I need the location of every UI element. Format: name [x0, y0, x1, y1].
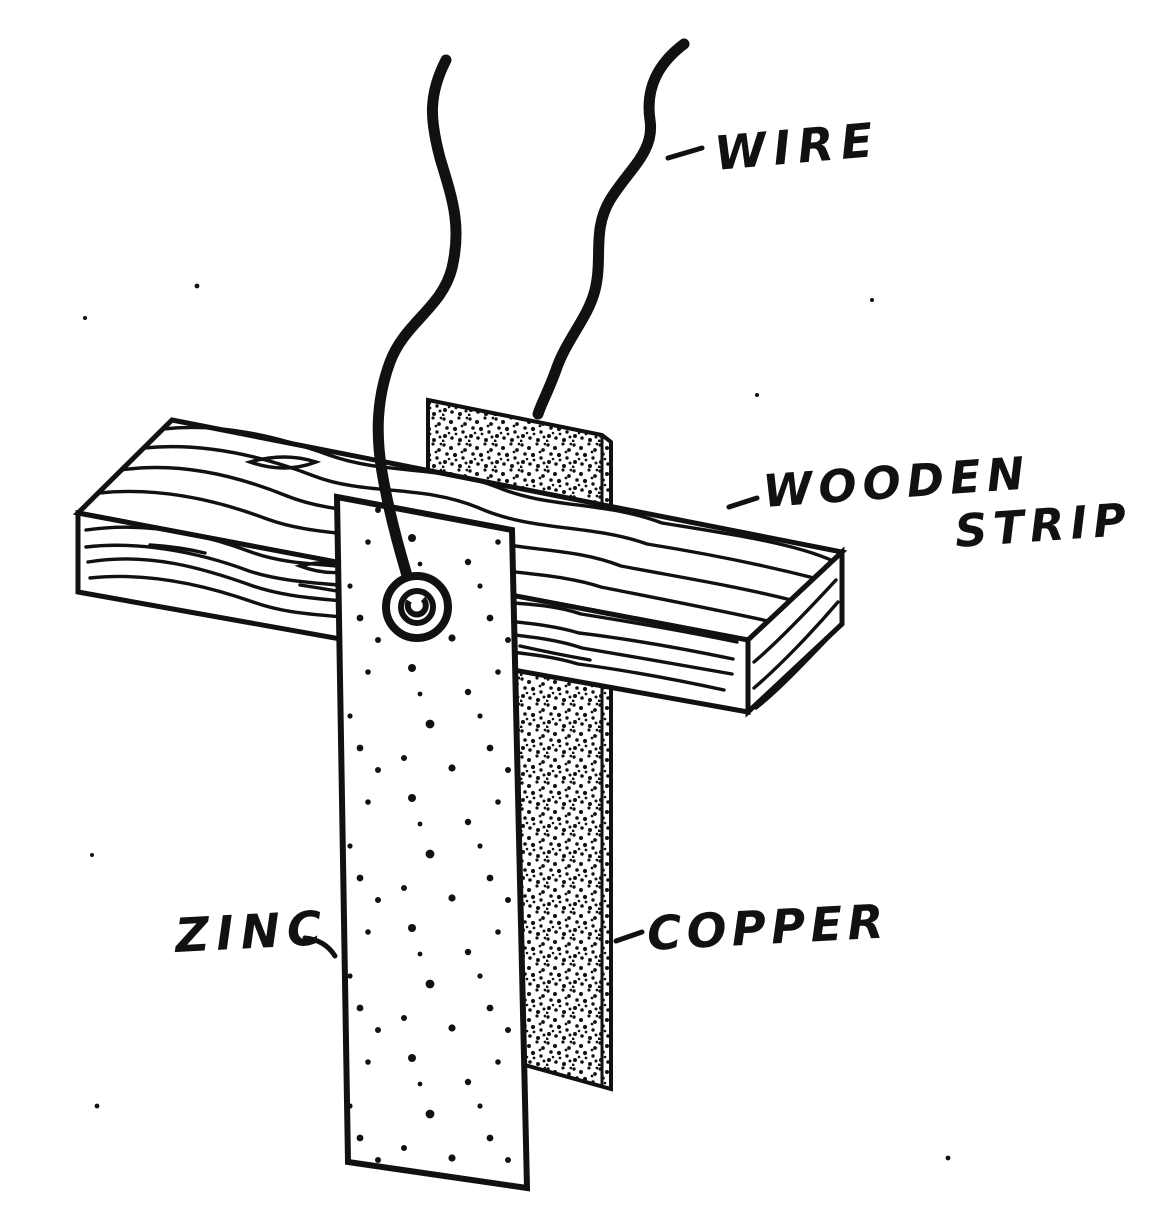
wire-curl	[404, 596, 429, 618]
zinc-plate-body	[333, 493, 531, 1192]
wire-label: WIRE	[712, 113, 882, 182]
wires	[372, 38, 690, 604]
paper-specks	[83, 283, 951, 1161]
zinc-leader	[302, 935, 338, 959]
wire-leader	[665, 145, 705, 161]
zinc-plate	[333, 493, 531, 1192]
copper-leader	[613, 929, 645, 944]
wooden-strip-label-line2: STRIP	[953, 493, 1134, 558]
zinc-label: ZINC	[172, 901, 330, 964]
copper-label: COPPER	[646, 894, 890, 962]
terminal-eyelet	[382, 572, 452, 642]
copper-wire	[532, 38, 690, 420]
zinc-wire	[372, 54, 462, 604]
wooden-strip-leader	[726, 495, 760, 510]
leader-lines	[302, 145, 760, 959]
